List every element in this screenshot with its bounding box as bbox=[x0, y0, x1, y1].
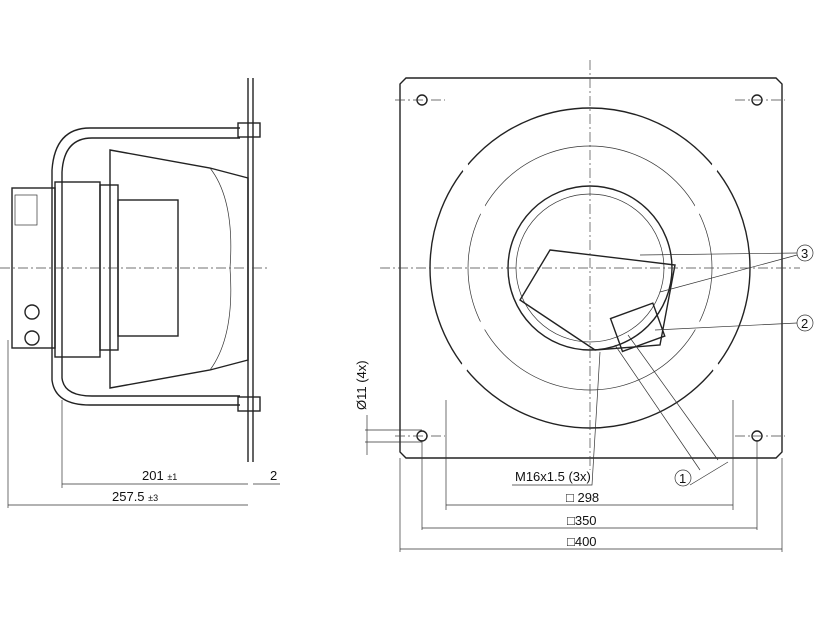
hole-diameter-label: Ø11 (4x) bbox=[354, 360, 369, 410]
cable-gland bbox=[24, 330, 40, 346]
callout-1: 1 bbox=[674, 469, 692, 487]
support-frame bbox=[51, 127, 240, 406]
frame-bolt bbox=[237, 396, 261, 412]
svg-text:2: 2 bbox=[801, 316, 808, 331]
dimension-400: □400 bbox=[567, 534, 597, 549]
dimension-201: 201 ±1 bbox=[142, 468, 177, 483]
cable-gland-group bbox=[609, 302, 666, 353]
side-view: 201 ±1 2 257.5 ±3 bbox=[0, 78, 280, 508]
callout-3: 3 bbox=[796, 244, 814, 262]
inlet-nozzle bbox=[209, 167, 232, 371]
frame-bolt bbox=[237, 122, 261, 138]
mounting-plate bbox=[399, 77, 783, 459]
support-frame-inner bbox=[61, 137, 240, 397]
dimension-257: 257.5 ±3 bbox=[112, 489, 158, 504]
front-view: □ 298 □350 □400 Ø11 (4x) M16x1.5 (3x) 1 … bbox=[354, 60, 814, 552]
svg-text:1: 1 bbox=[679, 471, 686, 486]
dimension-298: □ 298 bbox=[566, 490, 599, 505]
electronics-box bbox=[519, 249, 676, 351]
label-plate bbox=[14, 194, 38, 226]
dimension-2: 2 bbox=[270, 468, 277, 483]
impeller bbox=[109, 149, 249, 389]
cable-gland bbox=[24, 304, 40, 320]
motor-flange bbox=[99, 184, 119, 351]
thread-leader bbox=[512, 351, 601, 486]
thread-label: M16x1.5 (3x) bbox=[515, 469, 591, 484]
frame-struts bbox=[446, 126, 734, 404]
callout-2: 2 bbox=[796, 314, 814, 332]
svg-text:3: 3 bbox=[801, 246, 808, 261]
dimension-350: □350 bbox=[567, 513, 597, 528]
